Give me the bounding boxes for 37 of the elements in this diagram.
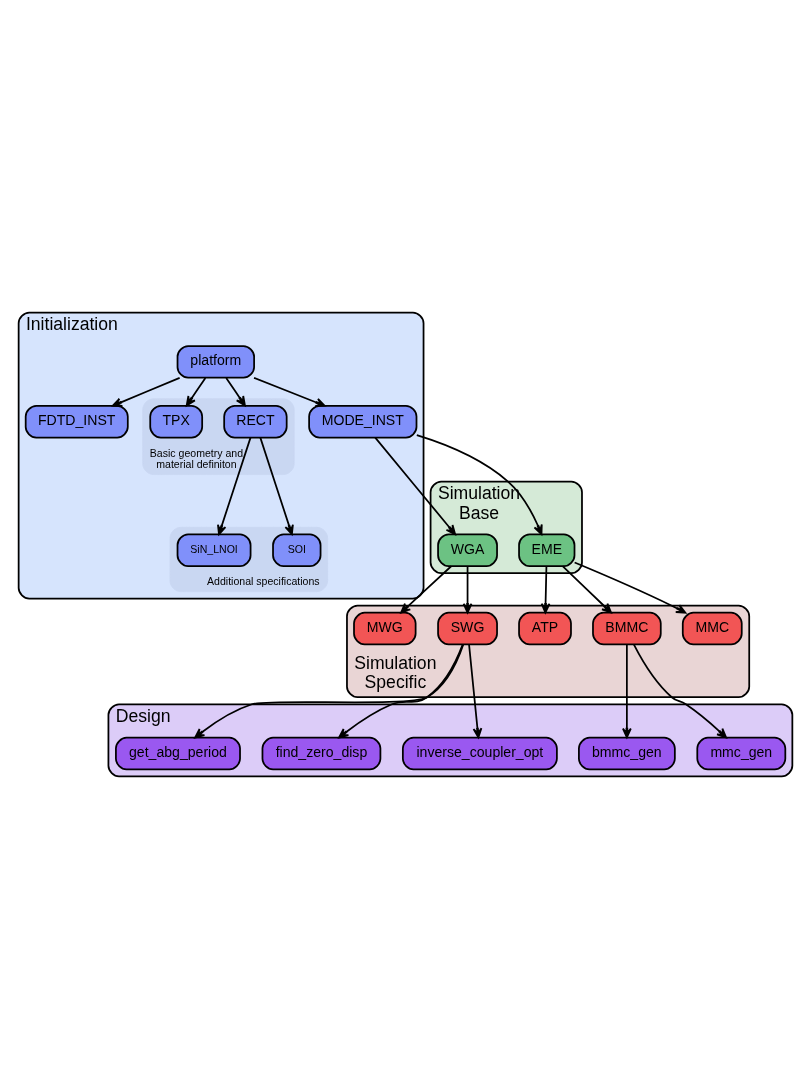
- arrow: [633, 643, 728, 738]
- arrow: [374, 436, 456, 535]
- node-box: SOI: [272, 533, 322, 567]
- arrow: [253, 376, 326, 407]
- arrow: [415, 433, 543, 535]
- arrow: [622, 643, 632, 738]
- node-box: RECT: [223, 404, 288, 438]
- node-box: bmmc_gen: [578, 736, 676, 770]
- node-box: BMMC: [592, 611, 662, 645]
- node-box: platform: [176, 344, 255, 379]
- node-box: SWG: [437, 611, 498, 645]
- node-box: mmc_gen: [696, 736, 787, 770]
- arrow: [111, 376, 181, 407]
- arrow: [540, 564, 551, 613]
- arrow: [259, 436, 294, 535]
- arrow: [217, 436, 252, 535]
- arrow: [561, 564, 612, 613]
- arrow: [462, 564, 473, 613]
- node-box: inverse_coupler_opt: [402, 736, 558, 770]
- node-box: MWG: [353, 611, 417, 645]
- node-box: SiN_LNOI: [176, 533, 252, 567]
- arrow: [573, 561, 687, 614]
- node-box: TPX: [149, 404, 204, 438]
- arrow: [194, 643, 465, 738]
- node-box: MODE_INST: [308, 404, 418, 438]
- arrow: [468, 643, 483, 738]
- node-box: MMC: [681, 611, 743, 645]
- node-box: EME: [518, 533, 576, 567]
- node-box: WGA: [437, 533, 498, 567]
- node-box: get_abg_period: [115, 736, 241, 770]
- arrow: [225, 376, 246, 406]
- node-box: FDTD_INST: [24, 404, 129, 438]
- node-box: ATP: [518, 611, 572, 645]
- arrow: [338, 643, 464, 738]
- node-box: find_zero_disp: [261, 736, 382, 770]
- arrow: [185, 376, 207, 406]
- arrow: [400, 564, 453, 613]
